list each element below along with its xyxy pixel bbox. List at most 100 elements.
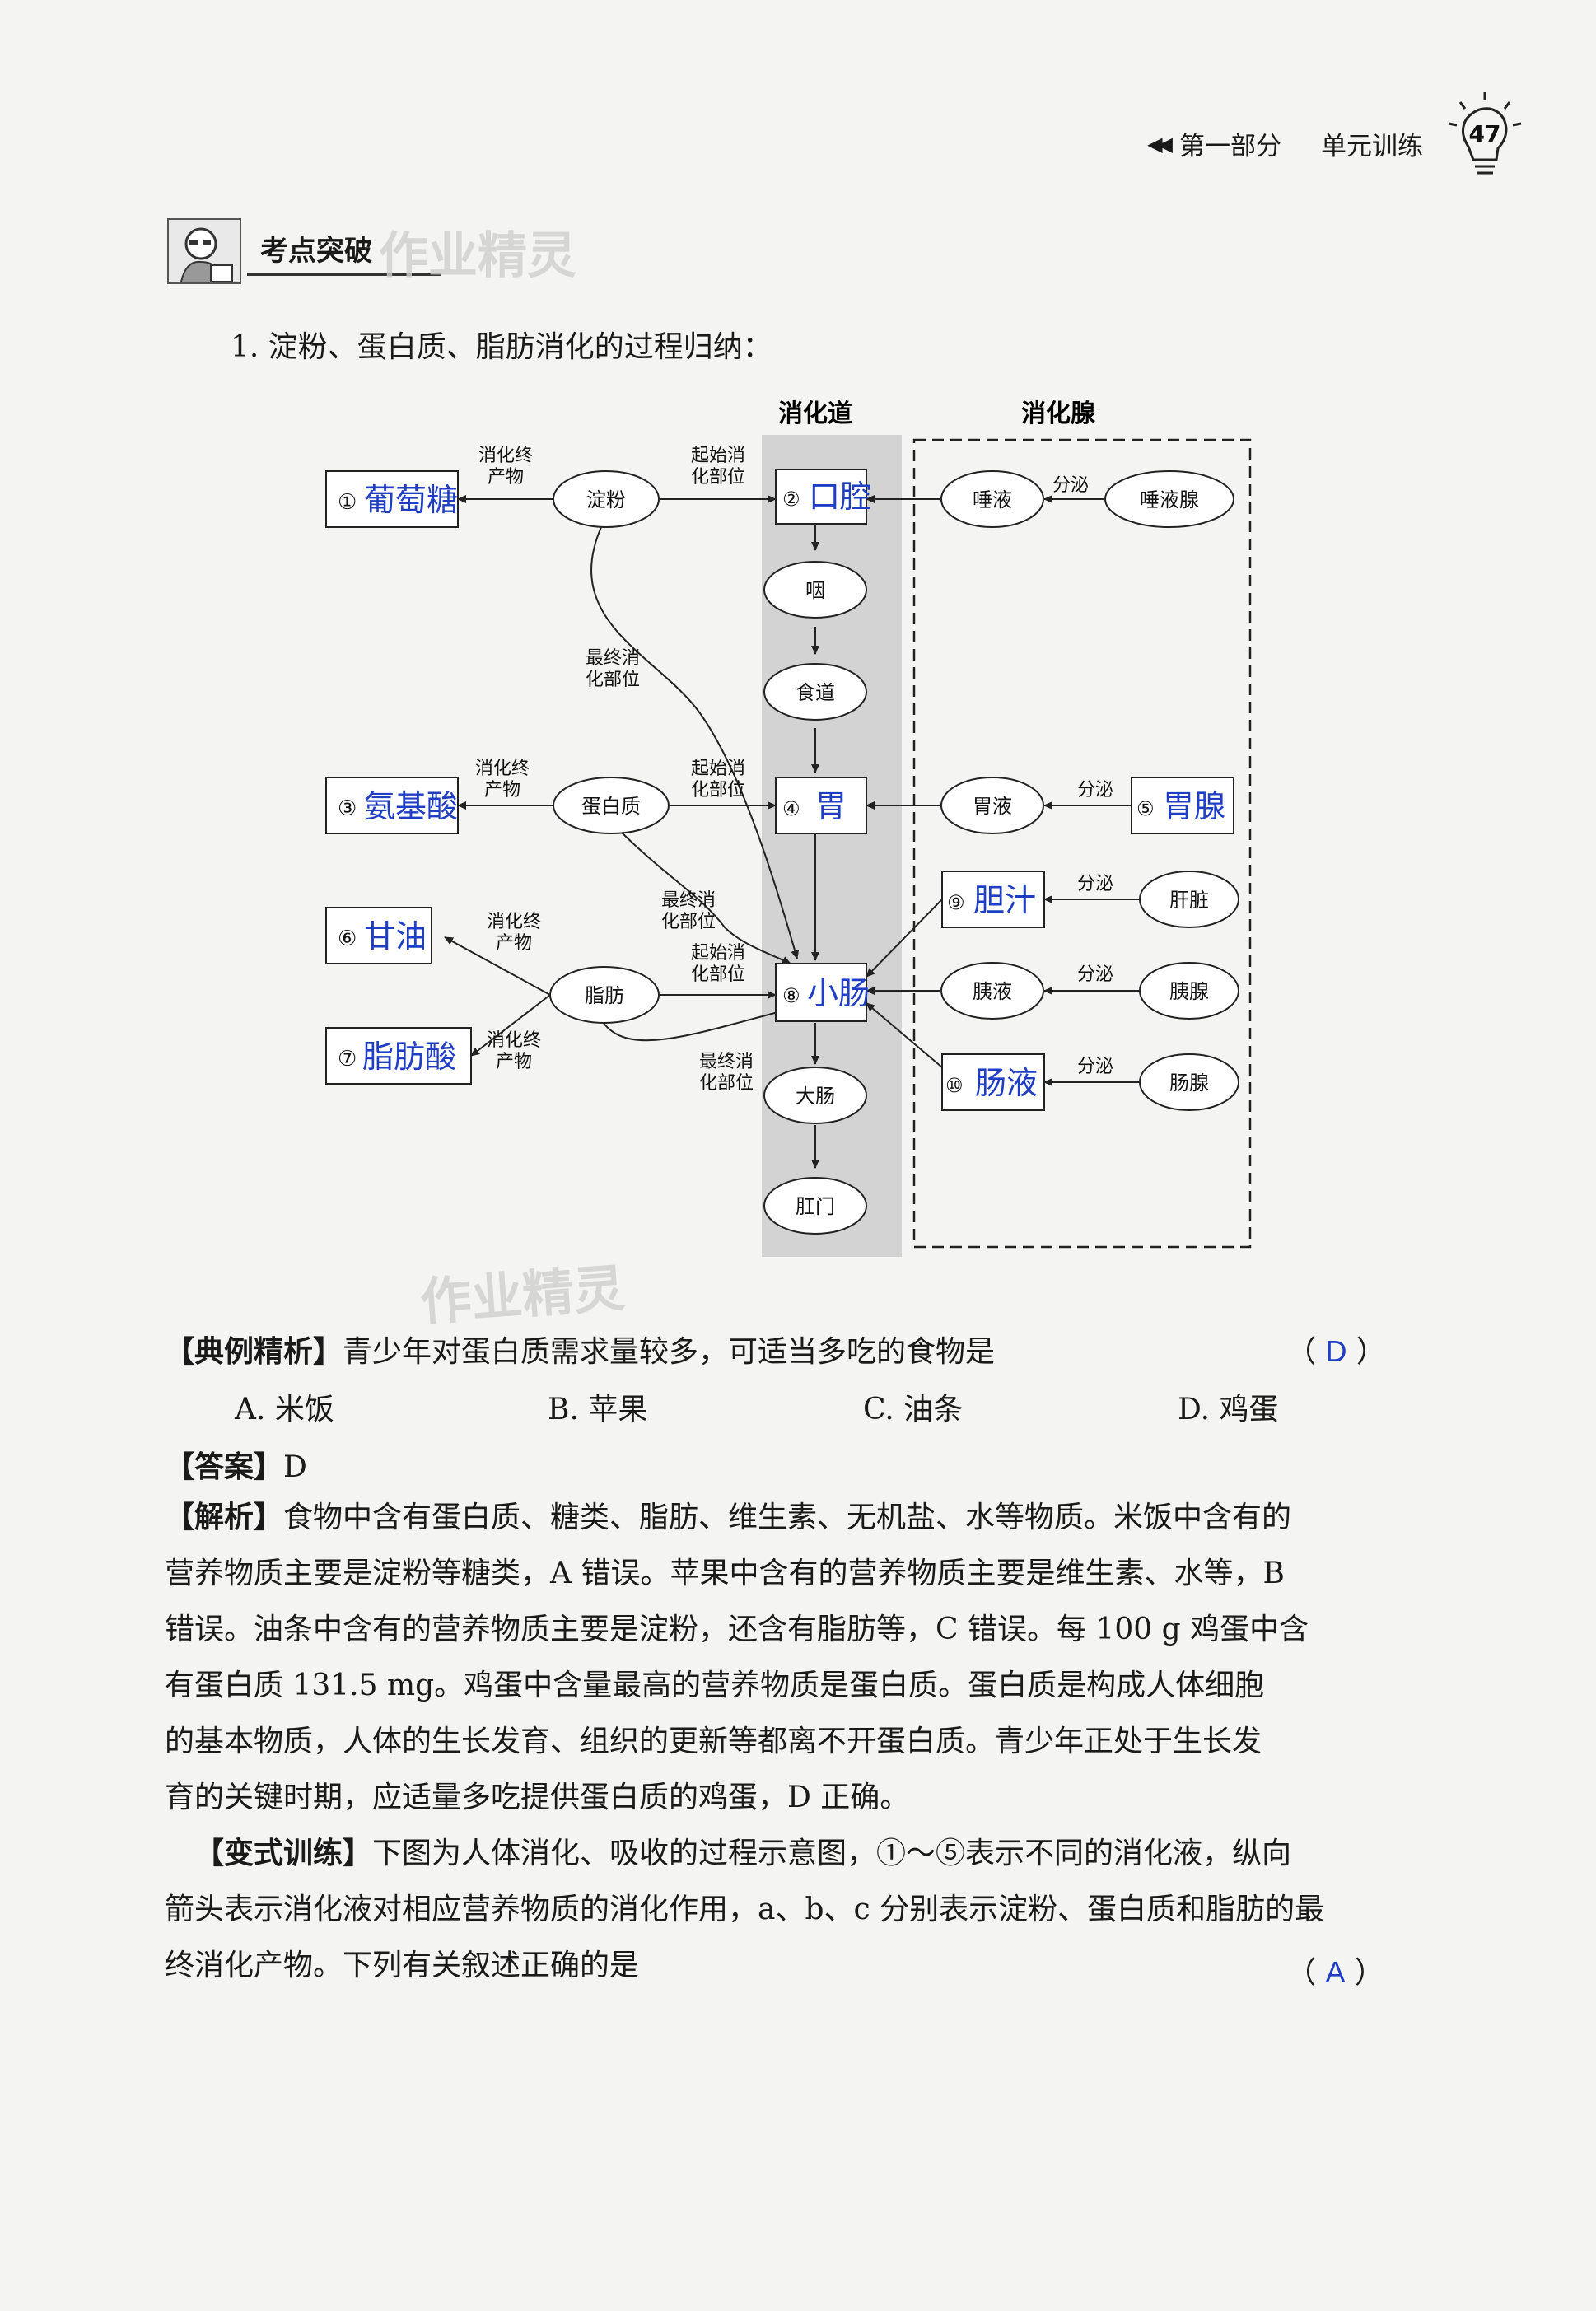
watermark-2: 作业精灵 bbox=[418, 1258, 627, 1333]
juice-10-num: ⑩ bbox=[945, 1074, 964, 1097]
example-stem-row: 【典例精析】青少年对蛋白质需求量较多，可适当多吃的食物是 bbox=[165, 1328, 995, 1370]
product-glycerol: 甘油 bbox=[364, 918, 427, 955]
option-b: B. 苹果 bbox=[548, 1393, 648, 1426]
juice-9-num: ⑨ bbox=[947, 891, 965, 914]
product-fatty-acid: 脂肪酸 bbox=[362, 1039, 456, 1075]
example-answer-blank: （ D ） bbox=[1286, 1334, 1386, 1369]
label-start-site-1b: 化部位 bbox=[691, 467, 745, 488]
analysis-text-1: 食物中含有蛋白质、糖类、脂肪、维生素、无机盐、水等物质。米饭中含有的 bbox=[283, 1501, 1292, 1534]
label-final-site-3a: 最终消 bbox=[699, 1052, 754, 1072]
juice-gastric: 胃液 bbox=[973, 795, 1012, 818]
label-final-site-2a: 最终消 bbox=[661, 890, 716, 911]
analysis-line-2: 营养物质主要是淀粉等糖类，A 错误。苹果中含有的营养物质主要是维生素、水等，B bbox=[165, 1557, 1285, 1590]
gland-salivary: 唾液腺 bbox=[1140, 488, 1199, 511]
variant-line-3: 终消化产物。下列有关叙述正确的是 bbox=[165, 1949, 640, 1982]
product-3-num: ③ bbox=[338, 796, 357, 821]
variant-answer-blank: （ A ） bbox=[1286, 1955, 1384, 1990]
juice-pancreatic: 胰液 bbox=[973, 980, 1012, 1003]
thinking-man-icon bbox=[167, 218, 241, 284]
header-unit: 单元训练 bbox=[1321, 132, 1423, 161]
col-tract-label: 消化道 bbox=[778, 399, 852, 428]
label-start-site-3a: 起始消 bbox=[691, 943, 745, 964]
nutrient-starch: 淀粉 bbox=[586, 488, 626, 511]
label-secrete-4: 分泌 bbox=[1077, 964, 1113, 985]
tract-large-intestine: 大肠 bbox=[796, 1085, 835, 1108]
product-6-num: ⑥ bbox=[338, 927, 357, 951]
nutrient-protein: 蛋白质 bbox=[581, 795, 641, 818]
banner-title: 考点突破 bbox=[247, 229, 441, 276]
answer-text: D bbox=[283, 1450, 307, 1484]
label-final-product-4b: 产物 bbox=[496, 1052, 532, 1072]
nutrient-fat: 脂肪 bbox=[585, 984, 624, 1007]
variant-tag: 【变式训练】 bbox=[194, 1836, 373, 1870]
label-final-site-1b: 化部位 bbox=[586, 670, 640, 690]
juice-saliva: 唾液 bbox=[973, 488, 1012, 511]
label-final-site-3b: 化部位 bbox=[699, 1073, 754, 1094]
label-final-product-1b: 产物 bbox=[488, 467, 524, 488]
variant-line-1: 【变式训练】下图为人体消化、吸收的过程示意图，①～⑤表示不同的消化液，纵向 bbox=[165, 1825, 1433, 1882]
product-1-num: ① bbox=[338, 490, 357, 515]
analysis-line-5: 的基本物质，人体的生长发育、组织的更新等都离不开蛋白质。青少年正处于生长发 bbox=[165, 1725, 1262, 1758]
tract-intestine-num: ⑧ bbox=[782, 984, 800, 1007]
analysis-line-3: 错误。油条中含有的营养物质主要是淀粉，还含有脂肪等，C 错误。每 100 g 鸡… bbox=[165, 1613, 1309, 1646]
label-secrete-5: 分泌 bbox=[1077, 1057, 1113, 1077]
gland-intestinal: 肠腺 bbox=[1169, 1071, 1209, 1095]
analysis-tag: 【解析】 bbox=[165, 1500, 284, 1534]
label-final-product-4a: 消化终 bbox=[487, 1030, 541, 1051]
tract-pharynx: 咽 bbox=[805, 579, 825, 602]
label-final-product-3a: 消化终 bbox=[487, 912, 541, 932]
gland-5-num: ⑤ bbox=[1136, 797, 1155, 820]
tract-column-bg bbox=[762, 435, 902, 1257]
lightbulb-page-icon: 47 bbox=[1448, 92, 1522, 175]
tract-stomach-num: ④ bbox=[782, 797, 800, 820]
tract-stomach: 胃 bbox=[815, 788, 847, 824]
gland-dashed-box bbox=[912, 438, 1252, 1249]
example-stem: 青少年对蛋白质需求量较多，可适当多吃的食物是 bbox=[343, 1335, 996, 1369]
label-start-site-2a: 起始消 bbox=[691, 759, 745, 779]
running-header: ◀◀ 第一部分 单元训练 bbox=[1147, 125, 1423, 162]
example-tag: 【典例精析】 bbox=[165, 1334, 343, 1369]
page-number: 47 bbox=[1469, 120, 1501, 147]
juice-bile: 胆汁 bbox=[973, 882, 1036, 918]
label-final-site-2b: 化部位 bbox=[661, 912, 716, 932]
tract-mouth: 口腔 bbox=[809, 479, 871, 515]
label-final-product-2b: 产物 bbox=[484, 780, 520, 801]
section-banner: 考点突破 bbox=[165, 216, 445, 287]
gland-liver: 肝脏 bbox=[1169, 889, 1209, 912]
analysis-line-4: 有蛋白质 131.5 mg。鸡蛋中含量最高的营养物质是蛋白质。蛋白质是构成人体细… bbox=[165, 1669, 1265, 1702]
answer-tag: 【答案】 bbox=[165, 1450, 284, 1484]
variant-text-1: 下图为人体消化、吸收的过程示意图，①～⑤表示不同的消化液，纵向 bbox=[372, 1837, 1292, 1870]
col-gland-label: 消化腺 bbox=[1021, 399, 1096, 428]
variant-paragraph: 【变式训练】下图为人体消化、吸收的过程示意图，①～⑤表示不同的消化液，纵向 箭头… bbox=[165, 1825, 1433, 1994]
label-final-site-1a: 最终消 bbox=[586, 648, 640, 669]
variant-line-2: 箭头表示消化液对相应营养物质的消化作用，a、b、c 分别表示淀粉、蛋白质和脂肪的… bbox=[165, 1893, 1325, 1926]
option-d: D. 鸡蛋 bbox=[1178, 1393, 1279, 1426]
label-start-site-2b: 化部位 bbox=[691, 780, 745, 801]
tract-anus: 肛门 bbox=[796, 1195, 835, 1218]
label-final-product-2a: 消化终 bbox=[475, 759, 530, 779]
variant-answer: A bbox=[1325, 1955, 1346, 1989]
gland-pancreas: 胰腺 bbox=[1169, 980, 1209, 1003]
label-secrete-1: 分泌 bbox=[1052, 475, 1089, 496]
answer-row: 【答案】D bbox=[165, 1443, 307, 1486]
digestion-diagram: 消化道 消化腺 bbox=[325, 399, 1252, 1257]
option-a: A. 米饭 bbox=[235, 1393, 334, 1426]
product-amino-acid: 氨基酸 bbox=[364, 788, 458, 824]
product-7-num: ⑦ bbox=[338, 1047, 357, 1071]
label-final-product-3b: 产物 bbox=[496, 933, 532, 954]
label-secrete-2: 分泌 bbox=[1077, 780, 1113, 801]
watermark: 作业精灵 bbox=[379, 227, 576, 285]
analysis-line-6: 育的关键时期，应适量多吃提供蛋白质的鸡蛋，D 正确。 bbox=[165, 1781, 910, 1814]
analysis-line-1: 【解析】食物中含有蛋白质、糖类、脂肪、维生素、无机盐、水等物质。米饭中含有的 bbox=[165, 1489, 1433, 1546]
tract-small-intestine: 小肠 bbox=[807, 975, 870, 1011]
option-c: C. 油条 bbox=[863, 1393, 964, 1426]
analysis-paragraph: 【解析】食物中含有蛋白质、糖类、脂肪、维生素、无机盐、水等物质。米饭中含有的 营… bbox=[165, 1489, 1433, 1826]
label-final-product-1a: 消化终 bbox=[478, 446, 533, 466]
label-start-site-1a: 起始消 bbox=[691, 446, 745, 466]
tract-mouth-num: ② bbox=[782, 488, 800, 511]
label-secrete-3: 分泌 bbox=[1077, 874, 1113, 894]
header-section: 第一部分 bbox=[1179, 132, 1281, 161]
double-triangle-icon: ◀◀ bbox=[1147, 132, 1173, 156]
product-glucose: 葡萄糖 bbox=[364, 482, 458, 518]
